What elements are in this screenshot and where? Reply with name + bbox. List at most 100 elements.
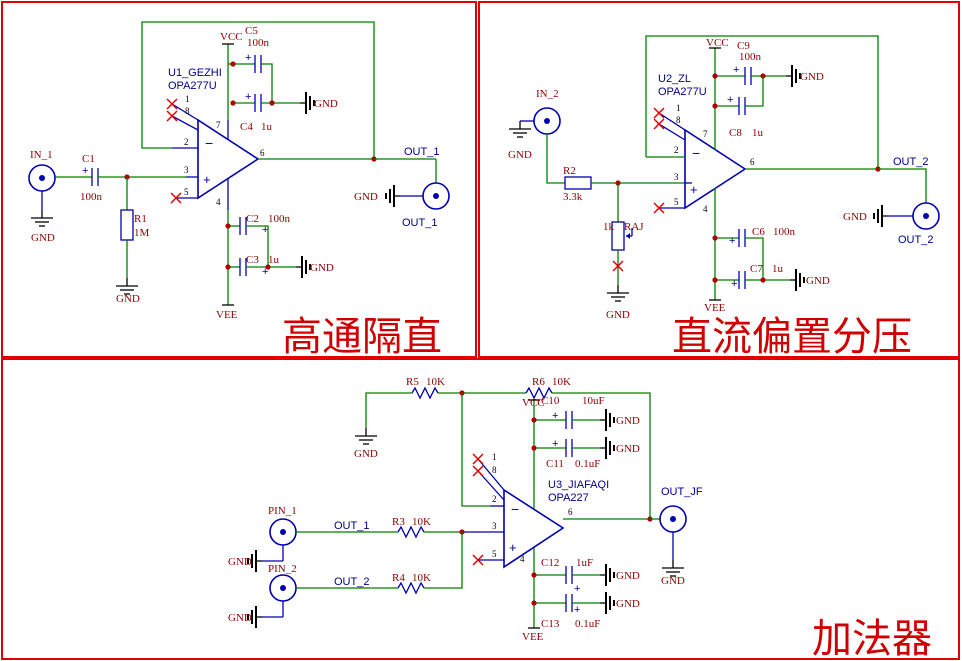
r1-label: R1 bbox=[134, 213, 147, 225]
c11-label: C11 bbox=[546, 458, 564, 470]
svg-text:−: − bbox=[511, 501, 519, 517]
pin1-label: PIN_1 bbox=[268, 505, 297, 517]
pin2-label: PIN_2 bbox=[268, 563, 297, 575]
c7-label: C7 bbox=[750, 263, 763, 275]
c5-label: C5 bbox=[245, 25, 258, 37]
c4-value: 1u bbox=[261, 121, 273, 133]
svg-text:VEE: VEE bbox=[522, 631, 544, 643]
svg-text:7: 7 bbox=[216, 120, 221, 130]
raj-value: 1k bbox=[603, 221, 615, 233]
c9-value: 100n bbox=[739, 51, 762, 63]
c13-value: 0.1uF bbox=[575, 618, 600, 630]
section-box-adder bbox=[1, 358, 960, 660]
section-box-highpass bbox=[1, 1, 477, 358]
pin2-connector-icon[interactable] bbox=[269, 574, 297, 602]
c1-value: 100n bbox=[80, 191, 103, 203]
svg-text:GND: GND bbox=[314, 98, 338, 110]
u2-part: OPA277U bbox=[658, 86, 707, 98]
c10-value: 10uF bbox=[582, 395, 605, 407]
svg-text:1: 1 bbox=[185, 94, 190, 104]
out1-connector-icon[interactable] bbox=[422, 182, 450, 210]
c8-label: C8 bbox=[729, 127, 742, 139]
svg-text:GND: GND bbox=[354, 448, 378, 460]
in2-connector-icon[interactable] bbox=[533, 107, 561, 135]
svg-text:6: 6 bbox=[750, 157, 755, 167]
svg-text:+: + bbox=[733, 64, 739, 76]
out2-connector-icon[interactable] bbox=[912, 202, 940, 230]
u1-label: U1_GEZHI bbox=[168, 67, 222, 79]
in2-label: IN_2 bbox=[536, 88, 559, 100]
c3-value: 1u bbox=[268, 254, 280, 266]
svg-text:3: 3 bbox=[674, 172, 679, 182]
svg-text:+: + bbox=[690, 182, 698, 197]
r4-value: 10K bbox=[412, 572, 431, 584]
svg-text:+: + bbox=[729, 235, 735, 247]
svg-text:GND: GND bbox=[616, 415, 640, 427]
svg-text:GND: GND bbox=[661, 575, 685, 587]
in1-connector-icon[interactable] bbox=[28, 164, 56, 192]
r2-value: 3.3k bbox=[563, 191, 583, 203]
pin1-connector-icon[interactable] bbox=[269, 518, 297, 546]
r1-value: 1M bbox=[134, 227, 150, 239]
svg-text:8: 8 bbox=[492, 465, 497, 475]
highpass-circuit: IN_1 GND + C1 100n R1 1M GND − + U1_GEZH… bbox=[28, 21, 450, 321]
svg-text:+: + bbox=[262, 224, 268, 236]
svg-text:VCC: VCC bbox=[706, 37, 729, 49]
svg-text:3: 3 bbox=[184, 165, 189, 175]
c12-value: 1uF bbox=[576, 557, 593, 569]
u2-label: U2_ZL bbox=[658, 73, 691, 85]
svg-text:7: 7 bbox=[703, 129, 708, 139]
c6-label: C6 bbox=[752, 226, 765, 238]
r6-label: R6 bbox=[532, 376, 545, 388]
u1-vee-label: VEE bbox=[216, 309, 238, 321]
net-out2-label: OUT_2 bbox=[334, 576, 369, 588]
in1-gnd-icon bbox=[30, 209, 54, 227]
adder-circuit: GND R5 10K R6 10K − + U3_JIAFAQI OPA227 … bbox=[228, 376, 703, 643]
svg-text:GND: GND bbox=[228, 612, 252, 624]
r1-resistor-icon bbox=[120, 209, 134, 241]
out2-label: OUT_2 bbox=[898, 234, 933, 246]
c2-value: 100n bbox=[268, 213, 291, 225]
c7-value: 1u bbox=[772, 263, 784, 275]
svg-text:4: 4 bbox=[216, 197, 221, 207]
svg-text:2: 2 bbox=[184, 137, 189, 147]
c1-label: C1 bbox=[82, 153, 95, 165]
r3-label: R3 bbox=[392, 516, 405, 528]
svg-text:4: 4 bbox=[520, 554, 525, 564]
c2-label: C2 bbox=[246, 213, 259, 225]
svg-text:8: 8 bbox=[185, 106, 190, 116]
section-box-dc-bias bbox=[478, 1, 960, 358]
svg-text:+: + bbox=[509, 540, 517, 555]
in1-label: IN_1 bbox=[30, 149, 53, 161]
svg-text:GND: GND bbox=[806, 275, 830, 287]
net-out1-label: OUT_1 bbox=[334, 520, 369, 532]
section-title-highpass: 高通隔直 bbox=[282, 314, 442, 360]
svg-text:GND: GND bbox=[606, 309, 630, 321]
svg-text:−: − bbox=[692, 145, 700, 161]
svg-text:−: − bbox=[205, 135, 213, 151]
u1-vcc-label: VCC bbox=[220, 31, 243, 43]
svg-text:+: + bbox=[552, 410, 558, 422]
r2-resistor-icon bbox=[564, 176, 592, 190]
r5-label: R5 bbox=[406, 376, 419, 388]
c6-value: 100n bbox=[773, 226, 796, 238]
svg-text:GND: GND bbox=[310, 262, 334, 274]
svg-text:6: 6 bbox=[260, 148, 265, 158]
r4-label: R4 bbox=[392, 572, 405, 584]
r6-value: 10K bbox=[552, 376, 571, 388]
c12-label: C12 bbox=[541, 557, 559, 569]
svg-text:GND: GND bbox=[616, 598, 640, 610]
u1-part: OPA277U bbox=[168, 80, 217, 92]
out-jf-connector-icon[interactable] bbox=[659, 505, 687, 533]
c10-label: C10 bbox=[541, 395, 560, 407]
svg-text:VEE: VEE bbox=[704, 302, 726, 314]
svg-text:6: 6 bbox=[568, 507, 573, 517]
raj-label: RAJ bbox=[624, 221, 644, 233]
svg-text:+: + bbox=[82, 165, 88, 177]
svg-text:GND: GND bbox=[800, 71, 824, 83]
svg-text:GND: GND bbox=[228, 556, 252, 568]
out-jf-label: OUT_JF bbox=[661, 486, 703, 498]
svg-text:+: + bbox=[727, 94, 733, 106]
r2-label: R2 bbox=[563, 165, 576, 177]
